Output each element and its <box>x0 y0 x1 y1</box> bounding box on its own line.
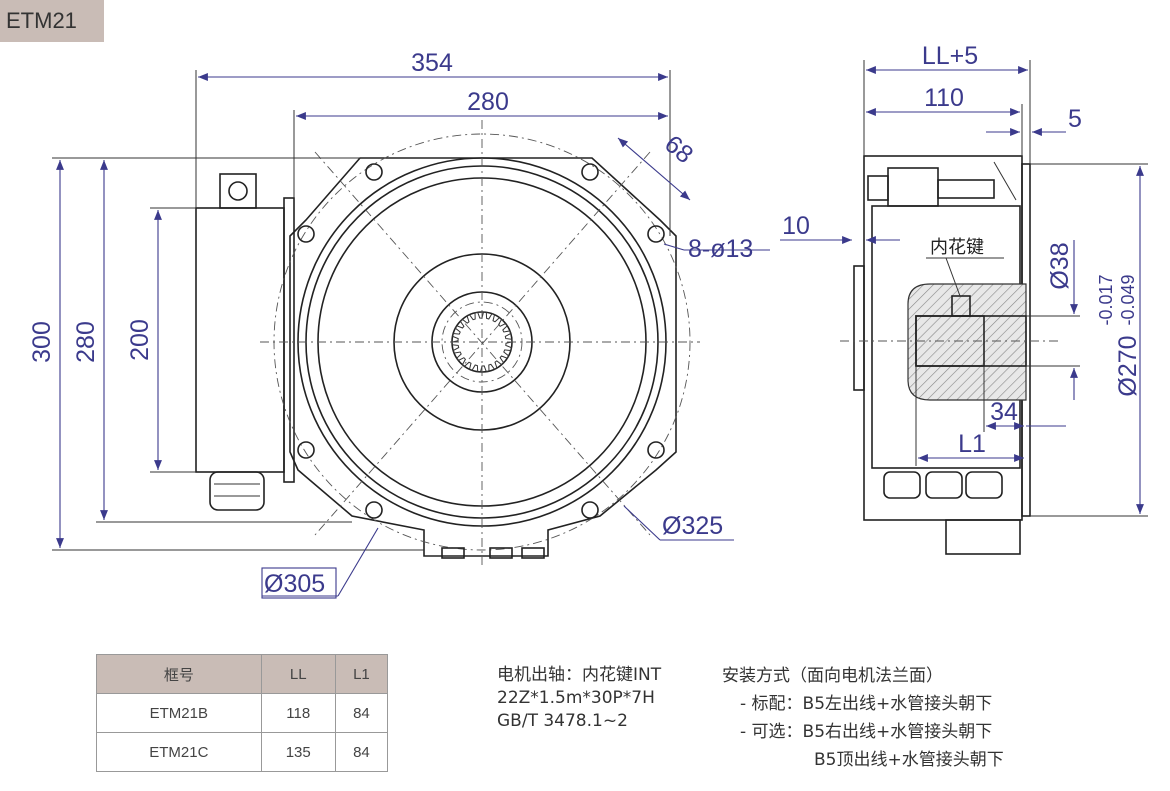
table-row: ETM21B 118 84 <box>96 693 389 733</box>
cable-gland <box>209 471 265 511</box>
dim-hole-spacing: 68 <box>659 130 698 169</box>
shaft-bore-section <box>907 283 1027 401</box>
motor-flange <box>289 157 677 557</box>
dim-5: 5 <box>1068 105 1082 133</box>
mount-note-line1: - 标配：B5左出线+水管接头朝下 <box>740 694 993 714</box>
shaft-note-line3: GB/T 3478.1~2 <box>497 711 628 731</box>
col-header-l1: L1 <box>334 654 389 694</box>
mount-note-title: 安装方式（面向电机法兰面） <box>722 666 943 686</box>
dim-flange-width: 280 <box>467 88 509 116</box>
terminal-plate <box>283 197 295 483</box>
tol-upper: -0.017 <box>1096 274 1116 325</box>
shaft-note-line2: 22Z*1.5m*30P*7H <box>497 688 655 708</box>
cell-l1: 84 <box>334 732 389 772</box>
cell-l1: 84 <box>334 693 389 733</box>
mounting-holes <box>297 163 665 519</box>
cell-frame: ETM21B <box>96 693 262 733</box>
dim-10: 10 <box>782 212 810 240</box>
col-header-ll: LL <box>260 654 336 694</box>
dim-holes: 8-ø13 <box>688 235 753 263</box>
side-view: LL+5 110 5 10 内花键 Ø38 <box>780 42 1148 555</box>
table-header-row: 框号 LL L1 <box>96 654 389 694</box>
table-row: ETM21C 135 84 <box>96 732 389 772</box>
frame-spec-table: 框号 LL L1 ETM21B 118 84 ETM21C 135 84 <box>96 654 389 772</box>
cell-ll: 118 <box>260 693 336 733</box>
dim-34: 34 <box>990 398 1018 426</box>
dim-110: 110 <box>924 84 964 112</box>
dim-spigot-dia: Ø270 <box>1114 335 1142 396</box>
spline-label: 内花键 <box>930 237 984 258</box>
dim-box-height: 200 <box>126 319 154 361</box>
ground-lug <box>219 173 257 209</box>
dim-bolt-circle: Ø325 <box>662 512 723 540</box>
mount-note-line2: - 可选：B5右出线+水管接头朝下 <box>740 722 993 742</box>
dim-flange-height: 280 <box>72 321 100 363</box>
mount-note: 安装方式（面向电机法兰面） - 标配：B5左出线+水管接头朝下 - 可选：B5右… <box>722 662 1004 774</box>
terminal-box <box>195 207 285 473</box>
spline-key <box>951 295 971 317</box>
tol-lower: -0.049 <box>1118 274 1138 325</box>
dim-l1: L1 <box>958 430 986 458</box>
dim-overall-width: 354 <box>411 49 453 77</box>
cell-frame: ETM21C <box>96 732 262 772</box>
cell-ll: 135 <box>260 732 336 772</box>
dim-ll-plus: LL+5 <box>922 42 978 70</box>
mount-note-line3: B5顶出线+水管接头朝下 <box>814 750 1004 770</box>
dim-overall-height: 300 <box>28 321 56 363</box>
shaft-note-line1: 电机出轴：内花键INT <box>497 665 662 685</box>
dim-pilot: Ø305 <box>264 570 325 598</box>
front-view: 354 280 68 8-ø13 300 280 <box>28 49 770 599</box>
model-badge: ETM21 <box>0 0 104 42</box>
dim-shaft-dia: Ø38 <box>1046 242 1074 289</box>
shaft-note: 电机出轴：内花键INT 22Z*1.5m*30P*7H GB/T 3478.1~… <box>497 664 661 733</box>
col-header-frame: 框号 <box>96 654 262 694</box>
technical-drawing: 354 280 68 8-ø13 300 280 <box>28 42 1148 599</box>
